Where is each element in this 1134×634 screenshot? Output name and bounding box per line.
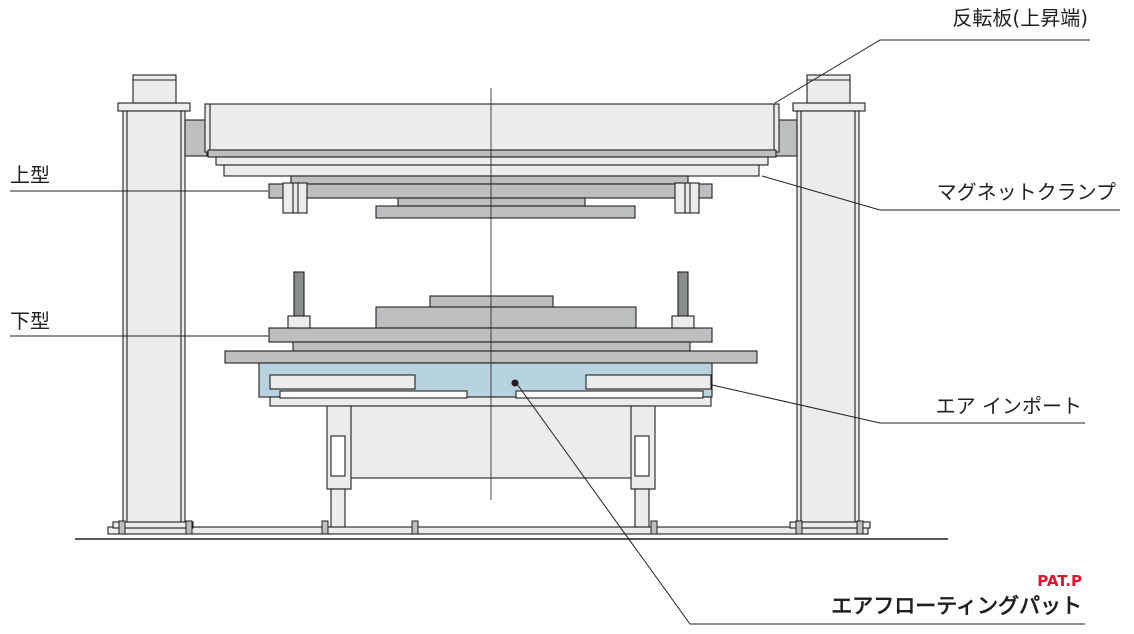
label-upper-die: 上型 — [10, 163, 50, 187]
leader-air-import — [711, 384, 1085, 424]
right-column-cap — [792, 102, 866, 112]
foot-bolts — [118, 520, 864, 535]
left-column-cap — [117, 102, 191, 112]
upper-die-plate — [268, 183, 713, 199]
left-column-top — [132, 74, 177, 104]
lower-left-bolt — [293, 271, 305, 318]
lower-die-plate — [268, 327, 713, 343]
upper-right-clamp — [674, 182, 700, 214]
lower-frame-box — [346, 405, 638, 479]
flip-plate-pivot-left — [184, 119, 208, 157]
flip-plate — [204, 103, 780, 153]
lower-die-block — [375, 306, 637, 329]
air-pad-center-dot — [511, 379, 519, 387]
left-column — [122, 110, 186, 529]
label-patent-pending: PAT.P — [1037, 572, 1082, 590]
label-magnet-clamp: マグネットクランプ — [936, 180, 1116, 204]
air-import-port — [269, 374, 416, 390]
lower-die-boss — [429, 295, 554, 308]
leader-magnet-clamp — [761, 175, 1120, 211]
upper-die-shoe — [290, 175, 689, 185]
upper-die-punch — [397, 197, 586, 207]
base-plate — [107, 526, 869, 535]
right-column-top — [806, 74, 851, 104]
label-lower-die: 下型 — [10, 309, 50, 333]
leader-air-floating-pad — [516, 383, 1085, 625]
label-air-import: エア インポート — [935, 394, 1082, 418]
flip-plate-lower-layer — [215, 156, 769, 166]
label-air-floating-pad: エアフローティングパット — [831, 594, 1082, 618]
leader-flip-plate — [774, 39, 1090, 104]
upper-die-stripper — [375, 205, 636, 219]
right-column-foot — [789, 521, 871, 529]
right-column — [796, 110, 860, 529]
upper-left-clamp — [282, 182, 308, 214]
left-column-foot — [112, 521, 194, 529]
lower-die-shoe — [292, 341, 691, 352]
lower-right-bolt — [677, 271, 689, 318]
label-flip-plate: 反転板(上昇端) — [952, 6, 1088, 30]
magnet-clamp — [223, 164, 760, 177]
